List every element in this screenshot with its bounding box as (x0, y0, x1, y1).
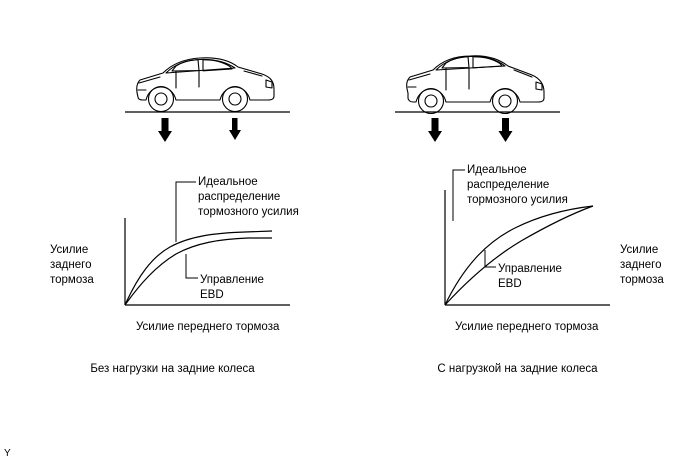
down-arrow-front-icon (158, 118, 172, 142)
label-rear-brake-force: Усилие заднего тормоза (50, 244, 94, 286)
force-arrows (428, 118, 513, 142)
label-front-brake-force: Усилие переднего тормоза (136, 321, 280, 333)
caption-loaded: С нагрузкой на задние колеса (437, 363, 598, 375)
curve-ideal-distribution (444, 205, 594, 306)
leader-lines (452, 169, 496, 268)
sedan-side-view-loaded-icon (406, 55, 545, 115)
down-arrow-rear-icon (498, 118, 513, 142)
chart-axes (124, 218, 290, 306)
panel-loaded: Идеальное распределение тормозного усили… (345, 0, 690, 430)
right-panel-graphics (395, 55, 610, 306)
curve-ebd-control (124, 237, 272, 306)
label-front-brake-force: Усилие переднего тормоза (455, 321, 599, 333)
left-panel-graphics (124, 57, 290, 306)
sedan-side-view-icon (136, 57, 275, 113)
curve-ideal-distribution (124, 230, 273, 306)
down-arrow-rear-icon (229, 118, 241, 140)
panel-unloaded: Идеальное распределение тормозного усили… (0, 0, 345, 430)
force-arrows (158, 118, 241, 142)
leader-lines (175, 181, 198, 279)
curve-ebd-control (444, 205, 594, 306)
label-ideal-distribution: Идеальное распределение тормозного усили… (467, 164, 568, 206)
label-ideal-distribution: Идеальное распределение тормозного усили… (198, 176, 299, 218)
caption-unloaded: Без нагрузки на задние колеса (90, 363, 255, 375)
chart-axes (444, 190, 610, 306)
corner-marker: Y (4, 448, 11, 459)
label-ebd-control: Управление EBD (200, 274, 264, 301)
label-rear-brake-force: Усилие заднего тормоза (620, 244, 664, 286)
label-ebd-control: Управление EBD (498, 263, 562, 290)
down-arrow-front-icon (428, 118, 442, 142)
